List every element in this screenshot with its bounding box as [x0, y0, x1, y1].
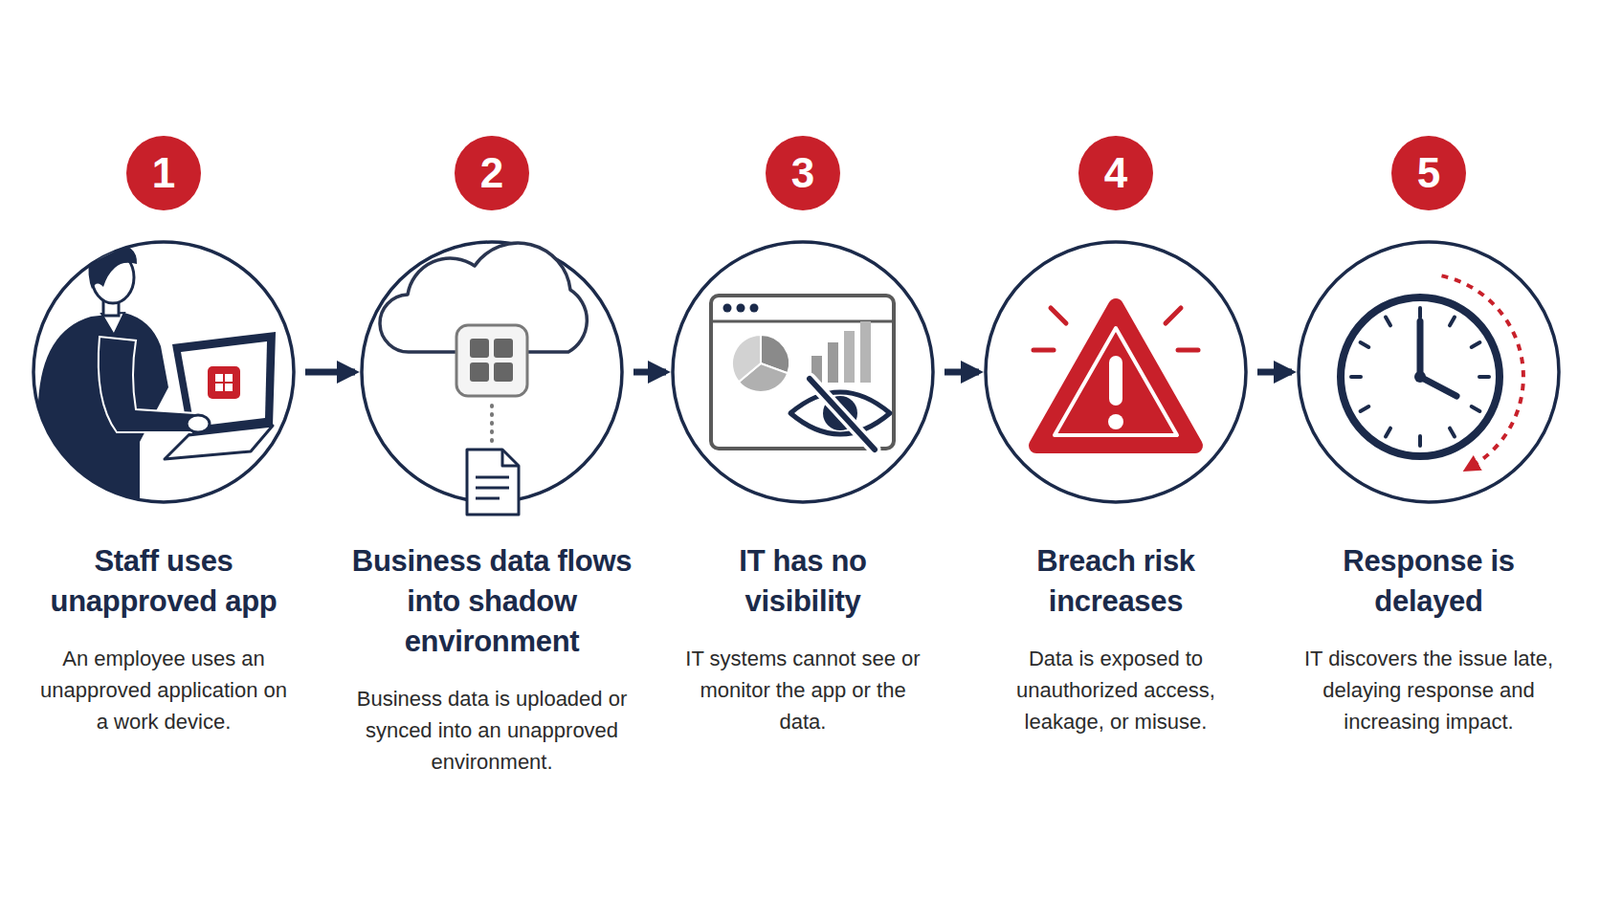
person-at-laptop [34, 244, 276, 556]
step-heading: Response is delayed [1285, 541, 1573, 623]
callout-number: 1 [126, 135, 201, 211]
step-description: IT discovers the issue late, delaying re… [1299, 643, 1558, 738]
step-caption: IT has no visibility IT systems cannot se… [683, 541, 923, 738]
step-heading: Business data flows into shadow environm… [343, 541, 641, 663]
step-caption: Response is delayed IT discovers the issu… [1285, 541, 1573, 738]
circle-outline [670, 240, 935, 505]
step-heading: Staff uses unapproved app [20, 541, 308, 623]
step-description: Data is exposed to unauthorized access, … [991, 643, 1241, 738]
flow-arrow [305, 369, 356, 377]
step-description: IT systems cannot see or monitor the app… [683, 643, 923, 738]
hidden-dashboard-icon [711, 295, 894, 450]
app-icon [456, 325, 528, 515]
circle-outline [672, 242, 934, 503]
step-heading: Breach risk increases [967, 541, 1265, 623]
circle-outline [1296, 240, 1561, 505]
step-caption: Staff uses unapproved app An employee use… [20, 541, 308, 738]
callout-number: 5 [1391, 135, 1467, 211]
clock-icon [1340, 275, 1524, 467]
circle-outline [983, 240, 1248, 505]
cloud-upload-icon [379, 243, 587, 353]
callout-number: 4 [1078, 135, 1154, 211]
flow-arrow [1257, 369, 1292, 377]
step-heading: IT has no visibility [707, 541, 899, 623]
step-circle: Response is delayedIT discovers the issu… [1296, 240, 1561, 505]
flow-arrow [633, 369, 667, 377]
circle-outline [33, 242, 294, 503]
circle-outline [1298, 242, 1559, 503]
callout-number: 2 [454, 135, 530, 211]
step-caption: Business data flows into shadow environm… [343, 541, 641, 778]
step-circle: Staff uses unapproved appAn employee use… [31, 240, 296, 505]
step-circle: IT has no visibilityIT systems cannot se… [670, 240, 935, 505]
circle-outline [31, 240, 296, 505]
circle-outline [985, 242, 1246, 503]
flow-arrow [944, 369, 979, 377]
step-description: Business data is uploaded or synced into… [355, 683, 629, 778]
step-circle: Business data flows into shadow environm… [359, 240, 624, 505]
callout-number: 3 [765, 135, 841, 211]
step-circle: Breach risk increasesData is exposed to … [983, 240, 1248, 505]
circle-outline [359, 240, 624, 505]
step-caption: Breach risk increasesData is exposed to … [967, 541, 1265, 738]
circle-outline [361, 242, 623, 503]
warning-icon [1033, 306, 1199, 446]
step-description: An employee uses an unapproved applicati… [34, 643, 293, 738]
